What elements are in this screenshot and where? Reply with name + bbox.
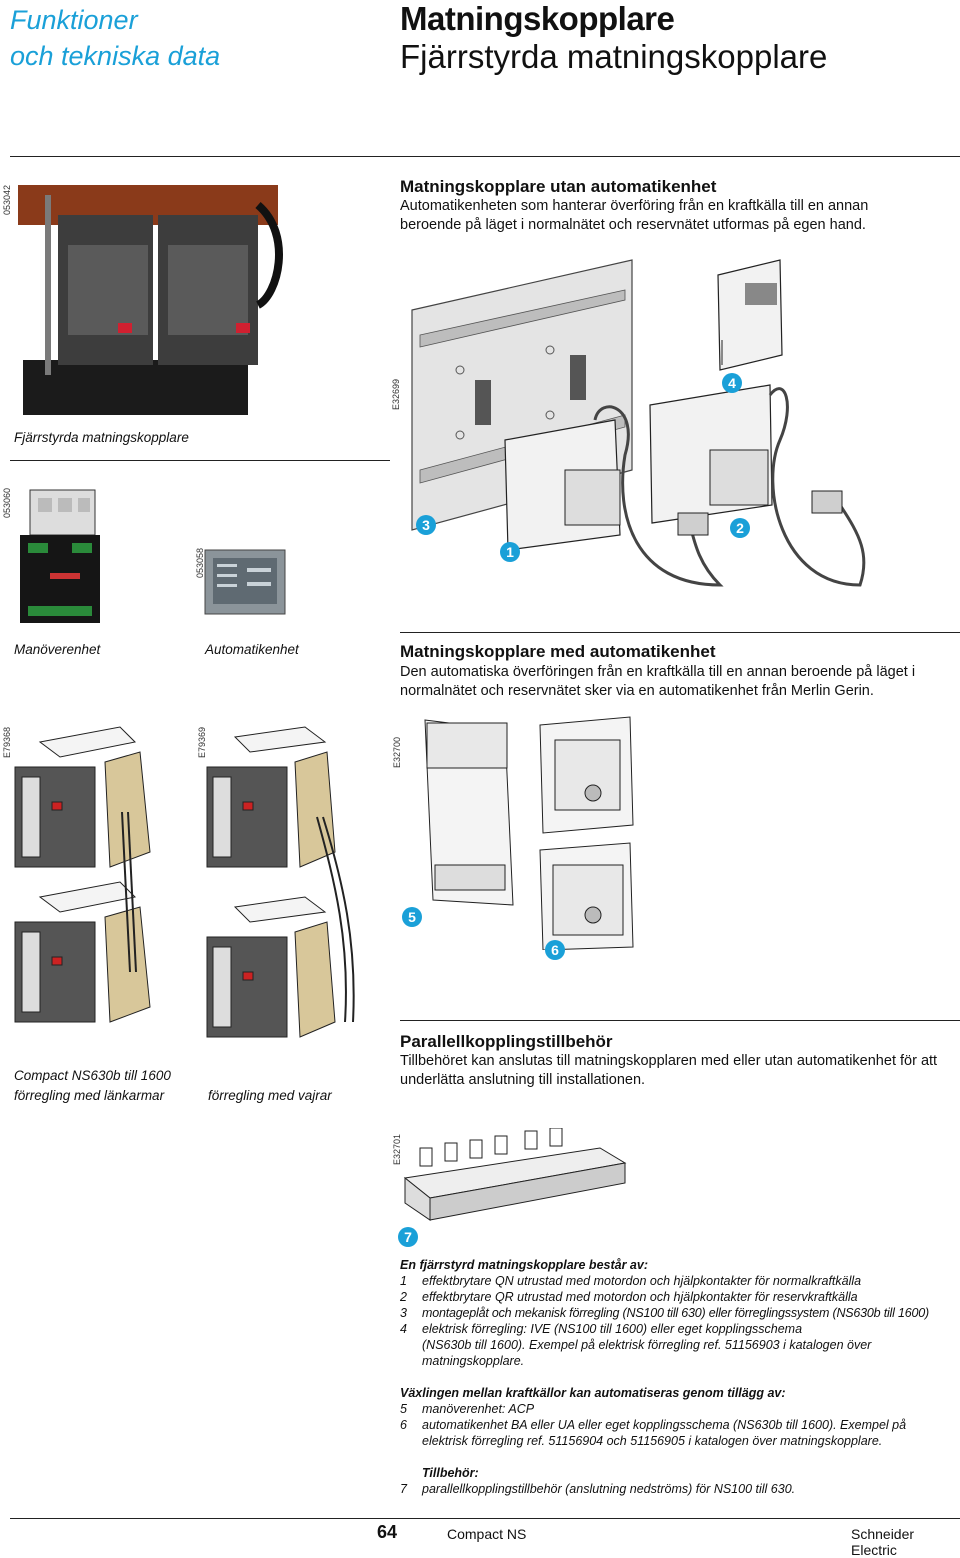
- marker-7: 7: [398, 1227, 418, 1247]
- figure-code: E32699: [391, 378, 401, 410]
- marker-5: 5: [402, 907, 422, 927]
- figure-code: 053058: [195, 547, 205, 578]
- divider: [400, 632, 960, 633]
- figure-code: E32700: [392, 736, 402, 768]
- caption-vajrar: förregling med vajrar: [208, 1088, 332, 1103]
- figure-code: E32701: [392, 1133, 402, 1165]
- section-text-utan: Automatikenheten som hanterar överföring…: [400, 198, 869, 233]
- footer-rule: [10, 1518, 960, 1519]
- page-title: Matningskopplare: [400, 0, 675, 37]
- marker-4: 4: [722, 373, 742, 393]
- marker-2: 2: [730, 518, 750, 538]
- divider: [10, 460, 390, 461]
- footer-brand: Schneider Electric: [851, 1526, 915, 1558]
- legend-heading-1: En fjärrstyrd matningskopplare består av…: [400, 1258, 648, 1272]
- section-title-line1: Funktioner: [10, 5, 138, 35]
- drawing-lankarmar: [10, 722, 190, 1042]
- divider: [400, 1020, 960, 1021]
- legend-heading-3: Tillbehör:: [422, 1466, 479, 1480]
- footer-product: Compact NS: [447, 1526, 527, 1542]
- photo-manoverenhet: [10, 488, 105, 628]
- section-heading-med: Matningskopplare med automatikenhet: [400, 642, 716, 661]
- drawing-vajrar: [205, 722, 365, 1042]
- figure-code: E79369: [197, 726, 207, 758]
- legend-item: elektrisk förregling ref. 51156904 och 5…: [422, 1434, 883, 1448]
- page-subtitle: Fjärrstyrda matningskopplare: [400, 38, 828, 75]
- marker-3: 3: [416, 515, 436, 535]
- section-text-med: Den automatiska överföringen från en kra…: [400, 664, 916, 699]
- header-rule: [10, 156, 960, 157]
- figure-code: E79368: [2, 726, 12, 758]
- figure-code: 053060: [2, 487, 12, 518]
- section-title-line2: och tekniska data: [10, 41, 221, 71]
- caption-lankarmar: förregling med länkarmar: [14, 1088, 165, 1103]
- photo-matningskopplare: [8, 175, 293, 420]
- drawing-exploded-transfer-switch: [400, 255, 960, 615]
- legend: En fjärrstyrd matningskopplare består av…: [400, 1257, 960, 1497]
- section-heading-parallell: Parallellkopplingstillbehör: [400, 1032, 613, 1051]
- marker-6: 6: [545, 940, 565, 960]
- page-number: 64: [377, 1522, 398, 1542]
- figure-code: 053042: [2, 184, 12, 215]
- legend-item: (NS630b till 1600). Exempel på elektrisk…: [422, 1338, 872, 1352]
- drawing-parallel-accessory: [400, 1127, 630, 1223]
- drawing-acp-ba: [405, 715, 635, 951]
- legend-heading-2: Växlingen mellan kraftkällor kan automat…: [400, 1386, 786, 1400]
- caption-ns630b: Compact NS630b till 1600: [14, 1068, 171, 1083]
- section-heading-utan: Matningskopplare utan automatikenhet: [400, 177, 717, 196]
- caption-manoverenhet: Manöverenhet: [14, 642, 101, 657]
- caption-fjarrstyrda: Fjärrstyrda matningskopplare: [14, 430, 189, 445]
- legend-item: matningskopplare.: [422, 1354, 525, 1368]
- photo-automatikenhet: [203, 548, 288, 618]
- section-text-parallell: Tillbehöret kan anslutas till matningsko…: [400, 1053, 938, 1088]
- marker-1: 1: [500, 542, 520, 562]
- caption-automatikenhet: Automatikenhet: [205, 642, 299, 657]
